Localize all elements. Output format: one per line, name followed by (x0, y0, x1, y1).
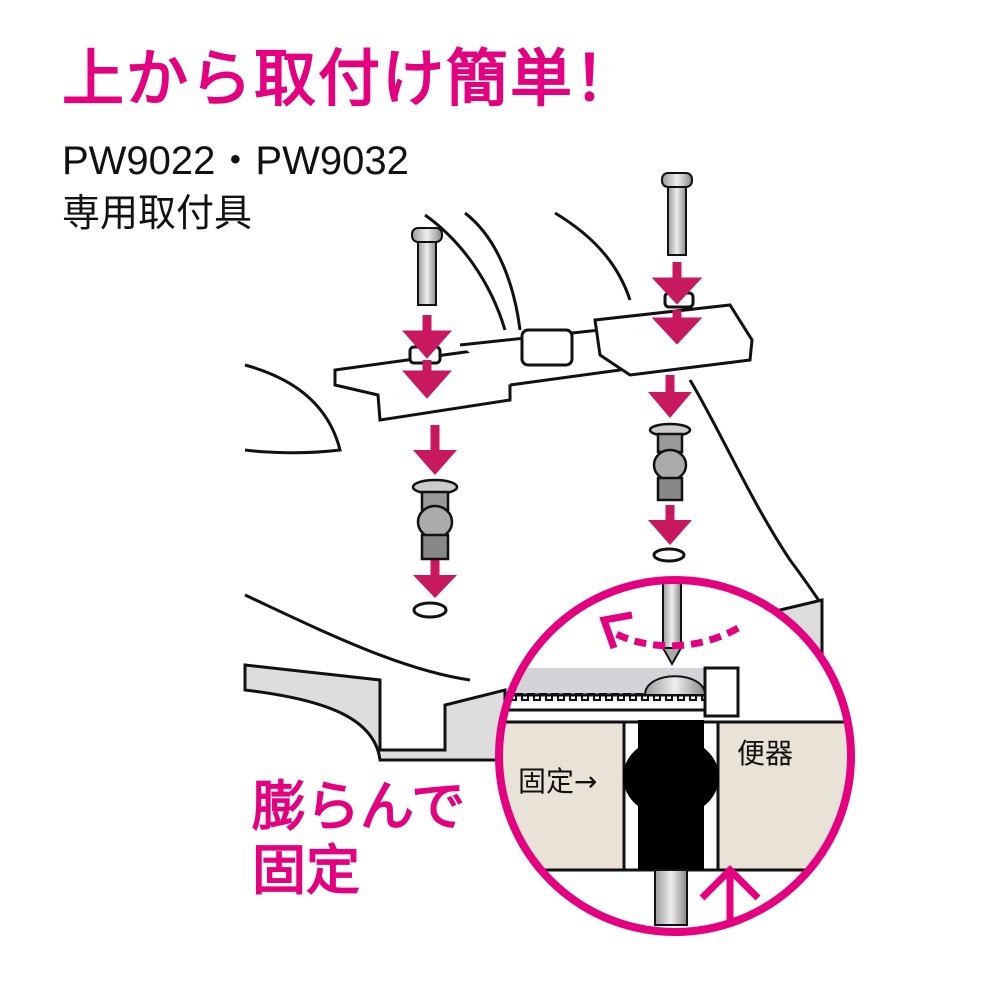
fixed-label: 固定→ (518, 765, 598, 798)
down-arrows (402, 262, 703, 598)
model-numbers: PW9022・PW9032 (62, 139, 409, 183)
anchor-right (648, 422, 692, 502)
subtitle: 専用取付具 (62, 191, 253, 235)
toilet-outline (244, 211, 824, 682)
screw-right (661, 172, 693, 256)
anchor-left (411, 478, 459, 561)
hole-right (652, 547, 686, 563)
callout-line2: 固定 (252, 839, 360, 902)
detail-inset (499, 580, 851, 932)
toilet-label: 便器 (737, 737, 794, 770)
screw-left (411, 227, 443, 306)
mounting-bracket (333, 291, 754, 422)
detail-inset-border (495, 576, 855, 936)
callout-line1: 膨らんで (252, 775, 466, 838)
page-title: 上から取付け簡単！ (62, 42, 639, 115)
toilet-base (243, 663, 507, 762)
hole-left (412, 601, 448, 619)
